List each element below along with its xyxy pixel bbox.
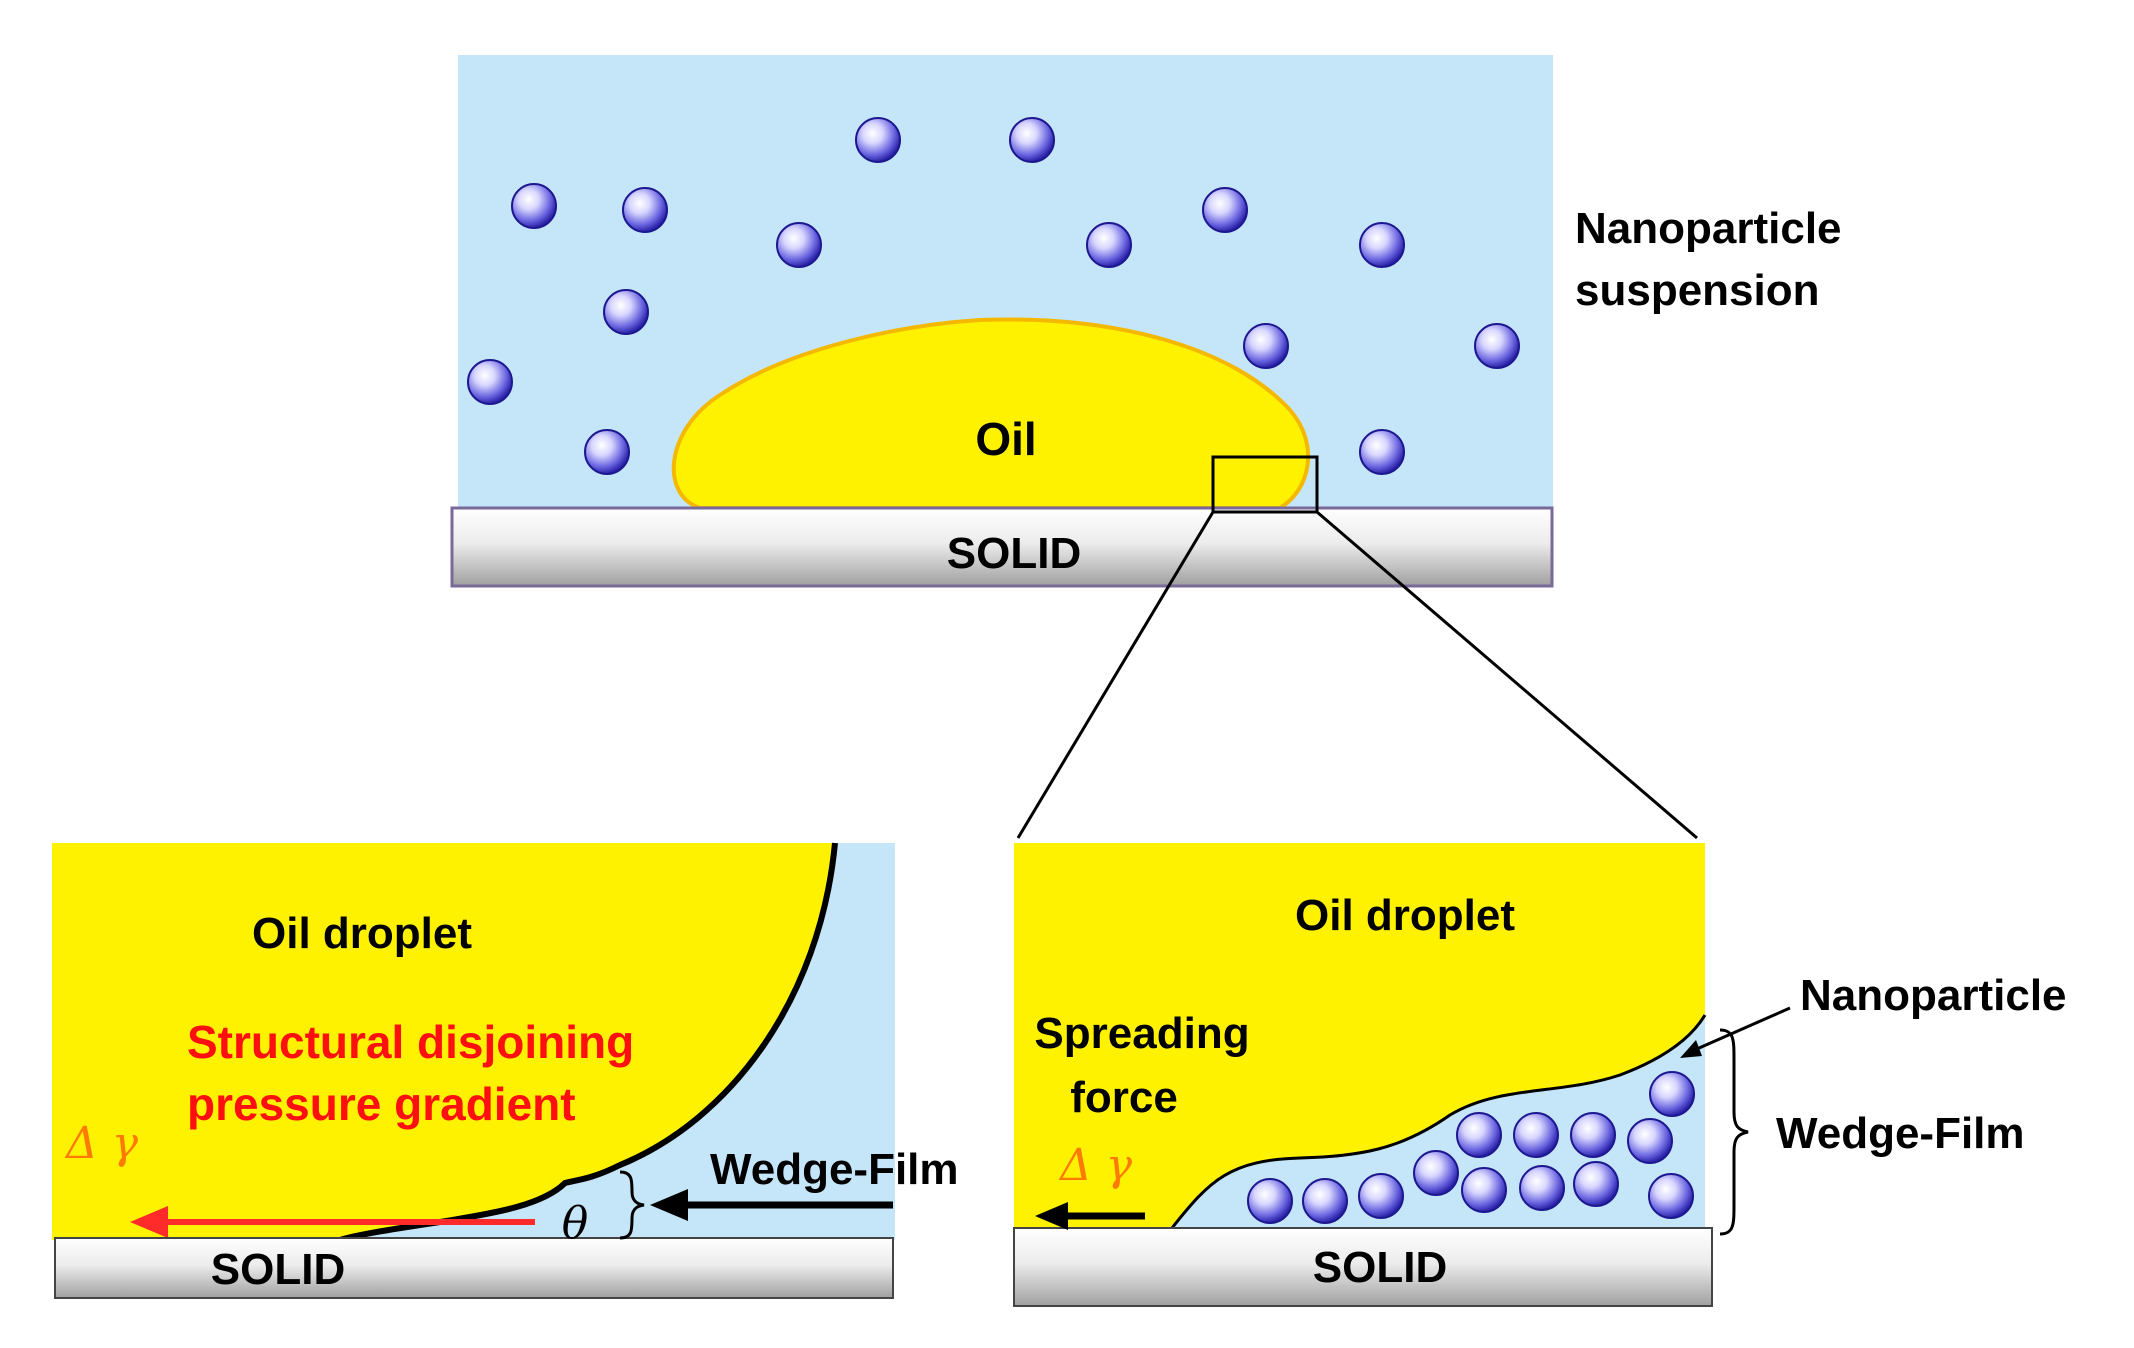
- theta-label: θ: [562, 1198, 589, 1249]
- right-wedge-liquid: [1172, 1015, 1705, 1228]
- red-arrow-head-icon: [130, 1206, 168, 1238]
- right-interface-curve: [1170, 1014, 1707, 1229]
- nanoparticle-icon: [1519, 1165, 1565, 1211]
- nanoparticle-icon: [1358, 1173, 1404, 1219]
- spreading-label-1: Spreading: [1034, 1009, 1249, 1058]
- solid-substrate-right: [1013, 1227, 1713, 1307]
- left-oil-region: [52, 843, 835, 1240]
- nanoparticle-icon: [1456, 1112, 1502, 1158]
- nanoparticle-icon: [1570, 1112, 1616, 1158]
- nanoparticle-pointer-line: [1689, 1006, 1791, 1054]
- nanoparticle-icon: [584, 429, 630, 475]
- nanoparticle-icon: [1474, 323, 1520, 369]
- nanoparticle-pointer-head-icon: [1680, 1040, 1702, 1058]
- nanoparticle-icon: [1573, 1161, 1619, 1207]
- nanoparticle-icon: [467, 359, 513, 405]
- wedge-film-label-right: Wedge-Film: [1776, 1109, 2025, 1158]
- nanoparticle-icon: [1413, 1150, 1459, 1196]
- nanoparticle-suspension-label-2: suspension: [1575, 266, 1820, 315]
- nanoparticle-icon: [603, 289, 649, 335]
- nanoparticle-icon: [1648, 1173, 1694, 1219]
- solid-label-right: SOLID: [1313, 1243, 1447, 1292]
- nanoparticle-icon: [1086, 222, 1132, 268]
- nanoparticle-icon: [1461, 1167, 1507, 1213]
- solid-label-top: SOLID: [947, 529, 1081, 578]
- zoom-line-left: [1016, 511, 1215, 839]
- left-brace-icon: [619, 1170, 645, 1240]
- nanoparticle-icon: [1202, 187, 1248, 233]
- nanoparticle-icon: [1627, 1118, 1673, 1164]
- delta-gamma-left: Δ γ: [64, 1118, 139, 1169]
- structural-label-2: pressure gradient: [187, 1078, 576, 1130]
- bottom-right-panel: SOLID Oil droplet Spreading force Δ γ Na…: [1013, 843, 2067, 1307]
- suspension-particles: [467, 117, 1520, 475]
- oil-drop: [671, 317, 1311, 510]
- zoom-box: [1211, 455, 1319, 514]
- bottom-left-panel: SOLID Oil droplet Structural disjoining …: [52, 842, 959, 1299]
- nanoparticle-icon: [1359, 222, 1405, 268]
- zoom-line-right: [1316, 510, 1698, 840]
- nanoparticle-icon: [1009, 117, 1055, 163]
- nanoparticle-icon: [1302, 1178, 1348, 1224]
- nanoparticle-icon: [1243, 323, 1289, 369]
- oil-droplet-label-right: Oil droplet: [1295, 891, 1515, 940]
- right-spreading-arrow-head-icon: [1035, 1202, 1068, 1230]
- left-interface-curve: [339, 842, 838, 1243]
- spreading-label-2: force: [1070, 1073, 1178, 1122]
- nanoparticle-icon: [1649, 1071, 1695, 1117]
- right-brace-icon: [1719, 1028, 1749, 1236]
- nanoparticle-icon: [855, 117, 901, 163]
- wedge-particles: [1247, 1071, 1695, 1224]
- top-panel: Oil SOLID Nanoparticle suspension: [450, 55, 1842, 588]
- nanoparticle-icon: [776, 222, 822, 268]
- solid-substrate-left: [54, 1237, 894, 1299]
- solid-substrate-top: [450, 506, 1554, 588]
- structural-label-1: Structural disjoining: [187, 1016, 634, 1068]
- nanoparticle-label: Nanoparticle: [1800, 971, 2067, 1020]
- nanoparticle-icon: [1513, 1112, 1559, 1158]
- wedge-film-label-left: Wedge-Film: [710, 1145, 959, 1194]
- nanoparticle-icon: [1359, 429, 1405, 475]
- nanoparticle-suspension-label-1: Nanoparticle: [1575, 204, 1842, 253]
- nanoparticle-icon: [1247, 1178, 1293, 1224]
- solid-label-left: SOLID: [211, 1245, 345, 1294]
- oil-droplet-label-left: Oil droplet: [252, 909, 472, 958]
- left-wedge-arrow-head-icon: [650, 1189, 688, 1221]
- delta-gamma-right: Δ γ: [1058, 1140, 1133, 1191]
- nanoparticle-icon: [511, 183, 557, 229]
- oil-label: Oil: [975, 413, 1036, 465]
- nanoparticle-icon: [622, 187, 668, 233]
